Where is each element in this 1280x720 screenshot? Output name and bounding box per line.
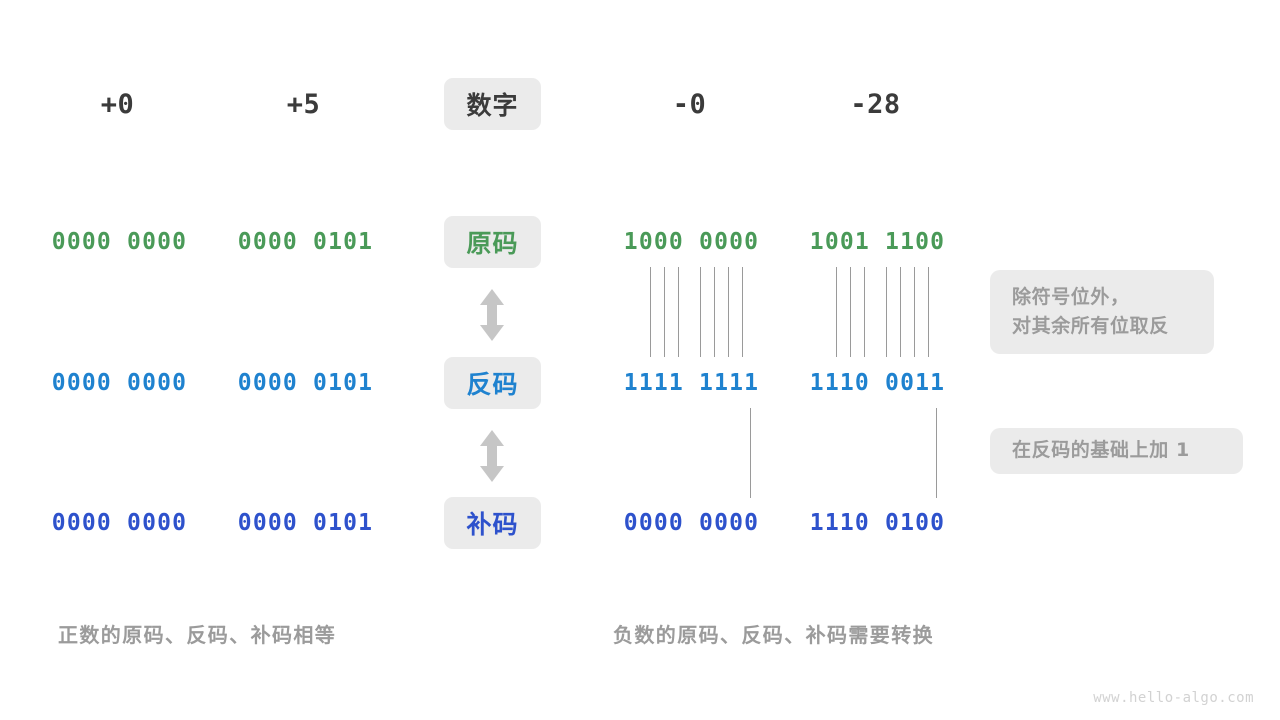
header-value-neg-28: -28 bbox=[850, 88, 901, 120]
bits-twos-complement-neg-zero: 0000 0000 bbox=[623, 510, 760, 536]
connector-line bbox=[886, 267, 888, 357]
add-one-note-line-1: 在反码的基础上加 1 bbox=[1012, 439, 1190, 462]
header-value-neg-zero: -0 bbox=[672, 88, 707, 120]
up-down-arrow-icon bbox=[480, 430, 504, 482]
add-one-note: 在反码的基础上加 1 bbox=[990, 428, 1243, 474]
connector-line bbox=[900, 267, 902, 357]
header-value-pos-zero: +0 bbox=[100, 88, 135, 120]
bits-ones-complement-neg-zero: 1111 1111 bbox=[623, 370, 760, 396]
negative-caption: 负数的原码、反码、补码需要转换 bbox=[613, 623, 934, 647]
row-label-ones-complement: 反码 bbox=[444, 357, 541, 409]
up-down-arrow-icon bbox=[480, 289, 504, 341]
bits-ones-complement-neg-28: 1110 0011 bbox=[809, 370, 946, 396]
connector-line bbox=[836, 267, 838, 357]
connector-line bbox=[664, 267, 666, 357]
row-label-number: 数字 bbox=[444, 78, 541, 130]
connector-line bbox=[678, 267, 680, 357]
row-label-sign-magnitude: 原码 bbox=[444, 216, 541, 268]
bits-twos-complement-neg-28: 1110 0100 bbox=[809, 510, 946, 536]
connector-line bbox=[914, 267, 916, 357]
bits-sign-magnitude-pos-five: 0000 0101 bbox=[237, 229, 374, 255]
invert-note-line-1: 除符号位外， bbox=[1012, 285, 1130, 308]
connector-line bbox=[650, 267, 652, 357]
bits-twos-complement-pos-zero: 0000 0000 bbox=[51, 510, 188, 536]
row-label-twos-complement: 补码 bbox=[444, 497, 541, 549]
connector-line bbox=[864, 267, 866, 357]
connector-line bbox=[750, 408, 752, 498]
header-value-pos-five: +5 bbox=[286, 88, 321, 120]
bits-sign-magnitude-neg-28: 1001 1100 bbox=[809, 229, 946, 255]
bits-ones-complement-pos-zero: 0000 0000 bbox=[51, 370, 188, 396]
watermark: www.hello-algo.com bbox=[1093, 690, 1254, 706]
connector-line bbox=[742, 267, 744, 357]
bits-sign-magnitude-pos-zero: 0000 0000 bbox=[51, 229, 188, 255]
arrow-sign-to-ones bbox=[472, 285, 512, 345]
connector-line bbox=[700, 267, 702, 357]
connector-line bbox=[728, 267, 730, 357]
arrow-ones-to-twos bbox=[472, 426, 512, 486]
connector-line bbox=[714, 267, 716, 357]
connector-line bbox=[850, 267, 852, 357]
connector-line bbox=[936, 408, 938, 498]
connector-line bbox=[928, 267, 930, 357]
bits-twos-complement-pos-five: 0000 0101 bbox=[237, 510, 374, 536]
positive-caption: 正数的原码、反码、补码相等 bbox=[58, 623, 337, 647]
bits-ones-complement-pos-five: 0000 0101 bbox=[237, 370, 374, 396]
bits-sign-magnitude-neg-zero: 1000 0000 bbox=[623, 229, 760, 255]
invert-note: 除符号位外， 对其余所有位取反 bbox=[990, 270, 1214, 354]
invert-note-line-2: 对其余所有位取反 bbox=[1012, 315, 1169, 337]
